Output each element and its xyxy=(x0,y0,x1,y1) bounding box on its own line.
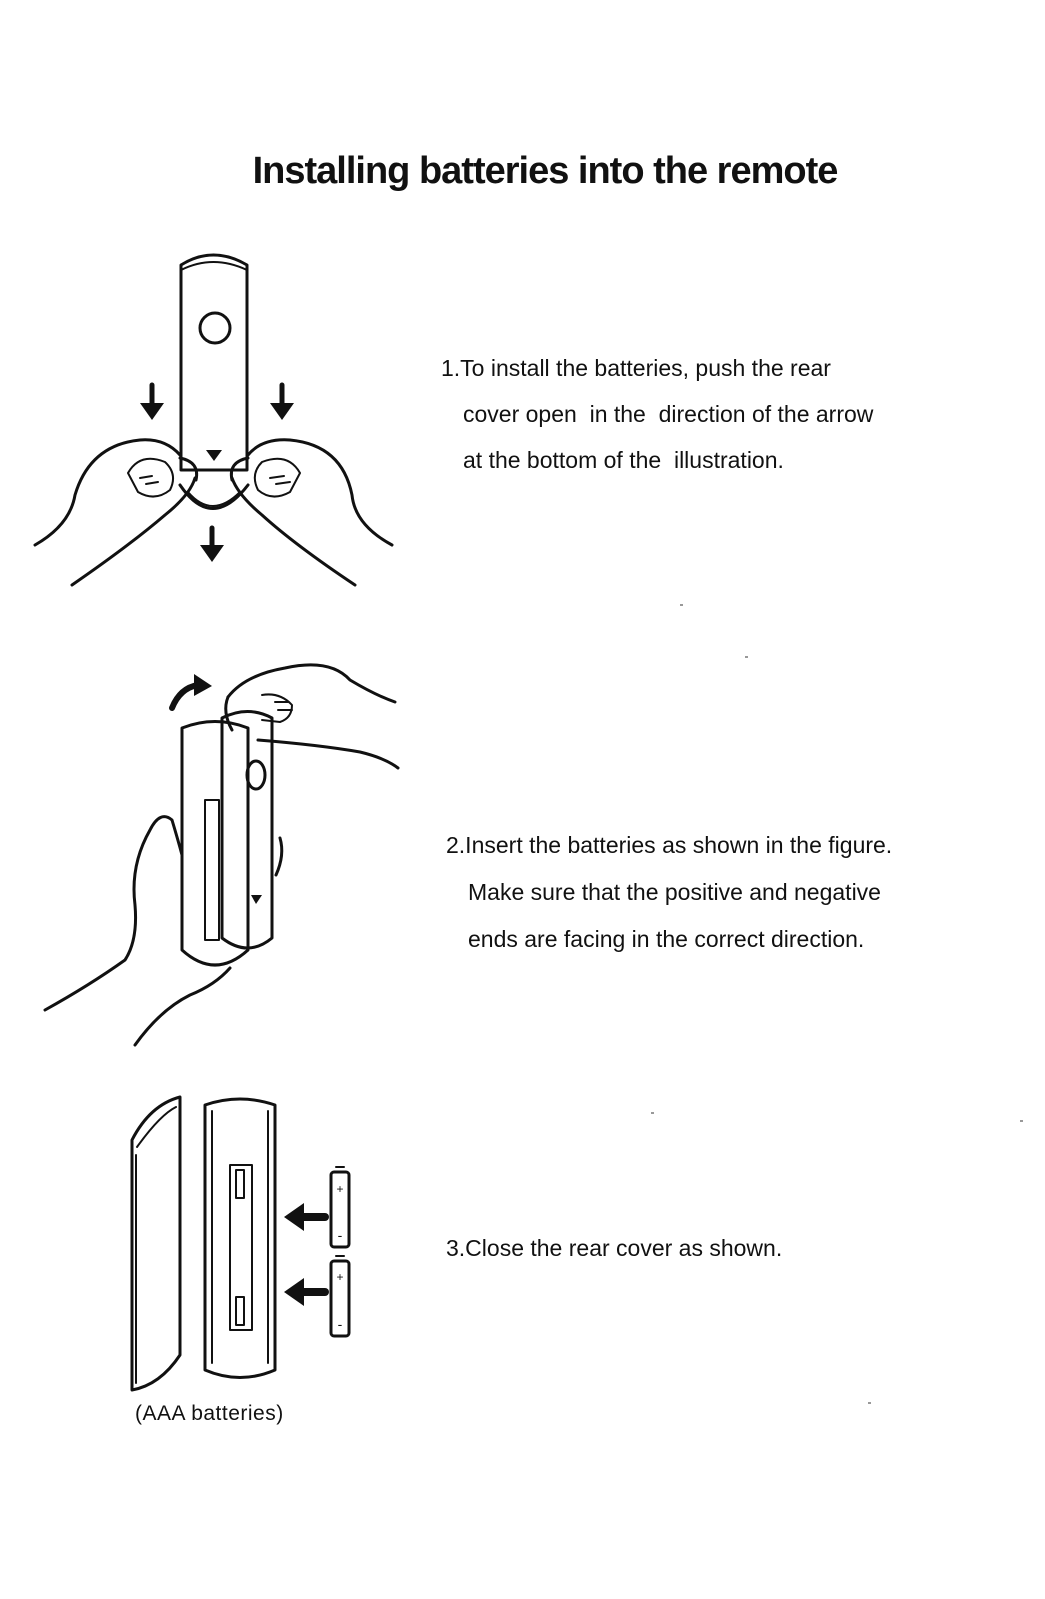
scan-speck xyxy=(680,604,683,606)
left-hand xyxy=(33,438,182,547)
upper-hand xyxy=(226,663,397,704)
aaa-battery: + - xyxy=(329,1166,351,1249)
remote-top-edge xyxy=(180,261,248,271)
step-1-line: at the bottom of the illustration. xyxy=(463,447,784,473)
down-arrow-icon xyxy=(140,382,164,420)
step-1-line: cover open in the direction of the arrow xyxy=(463,401,874,427)
battery-minus-mark: - xyxy=(338,1316,343,1332)
page-title: Installing batteries into the remote xyxy=(252,150,839,192)
right-hand xyxy=(246,438,394,547)
down-arrow-icon xyxy=(200,525,224,562)
remote-base xyxy=(180,720,250,967)
left-arrow-icon xyxy=(284,1278,329,1306)
step-1-instructions: 1.To install the batteries, push the rea… xyxy=(441,345,873,483)
step-1-line: 1.To install the batteries, push the rea… xyxy=(441,355,831,381)
lower-hand xyxy=(43,815,184,1012)
step-2-line: Make sure that the positive and negative xyxy=(468,879,881,905)
cover-arrow-mark xyxy=(206,450,222,461)
battery-slot xyxy=(229,1164,253,1331)
step-2-line: ends are facing in the correct direction… xyxy=(468,926,865,952)
battery-minus-mark: - xyxy=(338,1227,343,1243)
scan-speck xyxy=(651,1112,654,1114)
scan-speck xyxy=(745,656,748,658)
curved-arrow-icon xyxy=(169,674,212,711)
remote-back xyxy=(203,1097,277,1379)
step-2-line: 2.Insert the batteries as shown in the f… xyxy=(446,832,893,858)
remote-round-button xyxy=(198,311,232,345)
cover-round-button xyxy=(245,759,267,791)
battery-compartment xyxy=(204,799,220,941)
rear-cover-lifted xyxy=(220,710,274,950)
battery-type-caption: (AAA batteries) xyxy=(135,1402,284,1425)
hand-lifting-rear-cover-illustration xyxy=(43,663,400,1047)
battery-plus-mark: + xyxy=(336,1270,343,1284)
step-2-instructions: 2.Insert the batteries as shown in the f… xyxy=(446,822,892,963)
batteries-inserted-illustration: + - + - xyxy=(130,1095,351,1392)
step-3-line: 3.Close the rear cover as shown. xyxy=(446,1235,783,1261)
hands-pushing-rear-cover-down-illustration xyxy=(33,253,394,587)
aaa-battery: + - xyxy=(329,1255,351,1338)
step-3-instructions: 3.Close the rear cover as shown. xyxy=(446,1225,782,1271)
battery-plus-mark: + xyxy=(336,1182,343,1196)
down-arrow-icon xyxy=(270,382,294,420)
scan-speck xyxy=(868,1402,871,1404)
remote-body xyxy=(179,253,249,472)
scan-speck xyxy=(1020,1120,1023,1122)
left-arrow-icon xyxy=(284,1203,329,1231)
rear-cover xyxy=(130,1095,182,1392)
